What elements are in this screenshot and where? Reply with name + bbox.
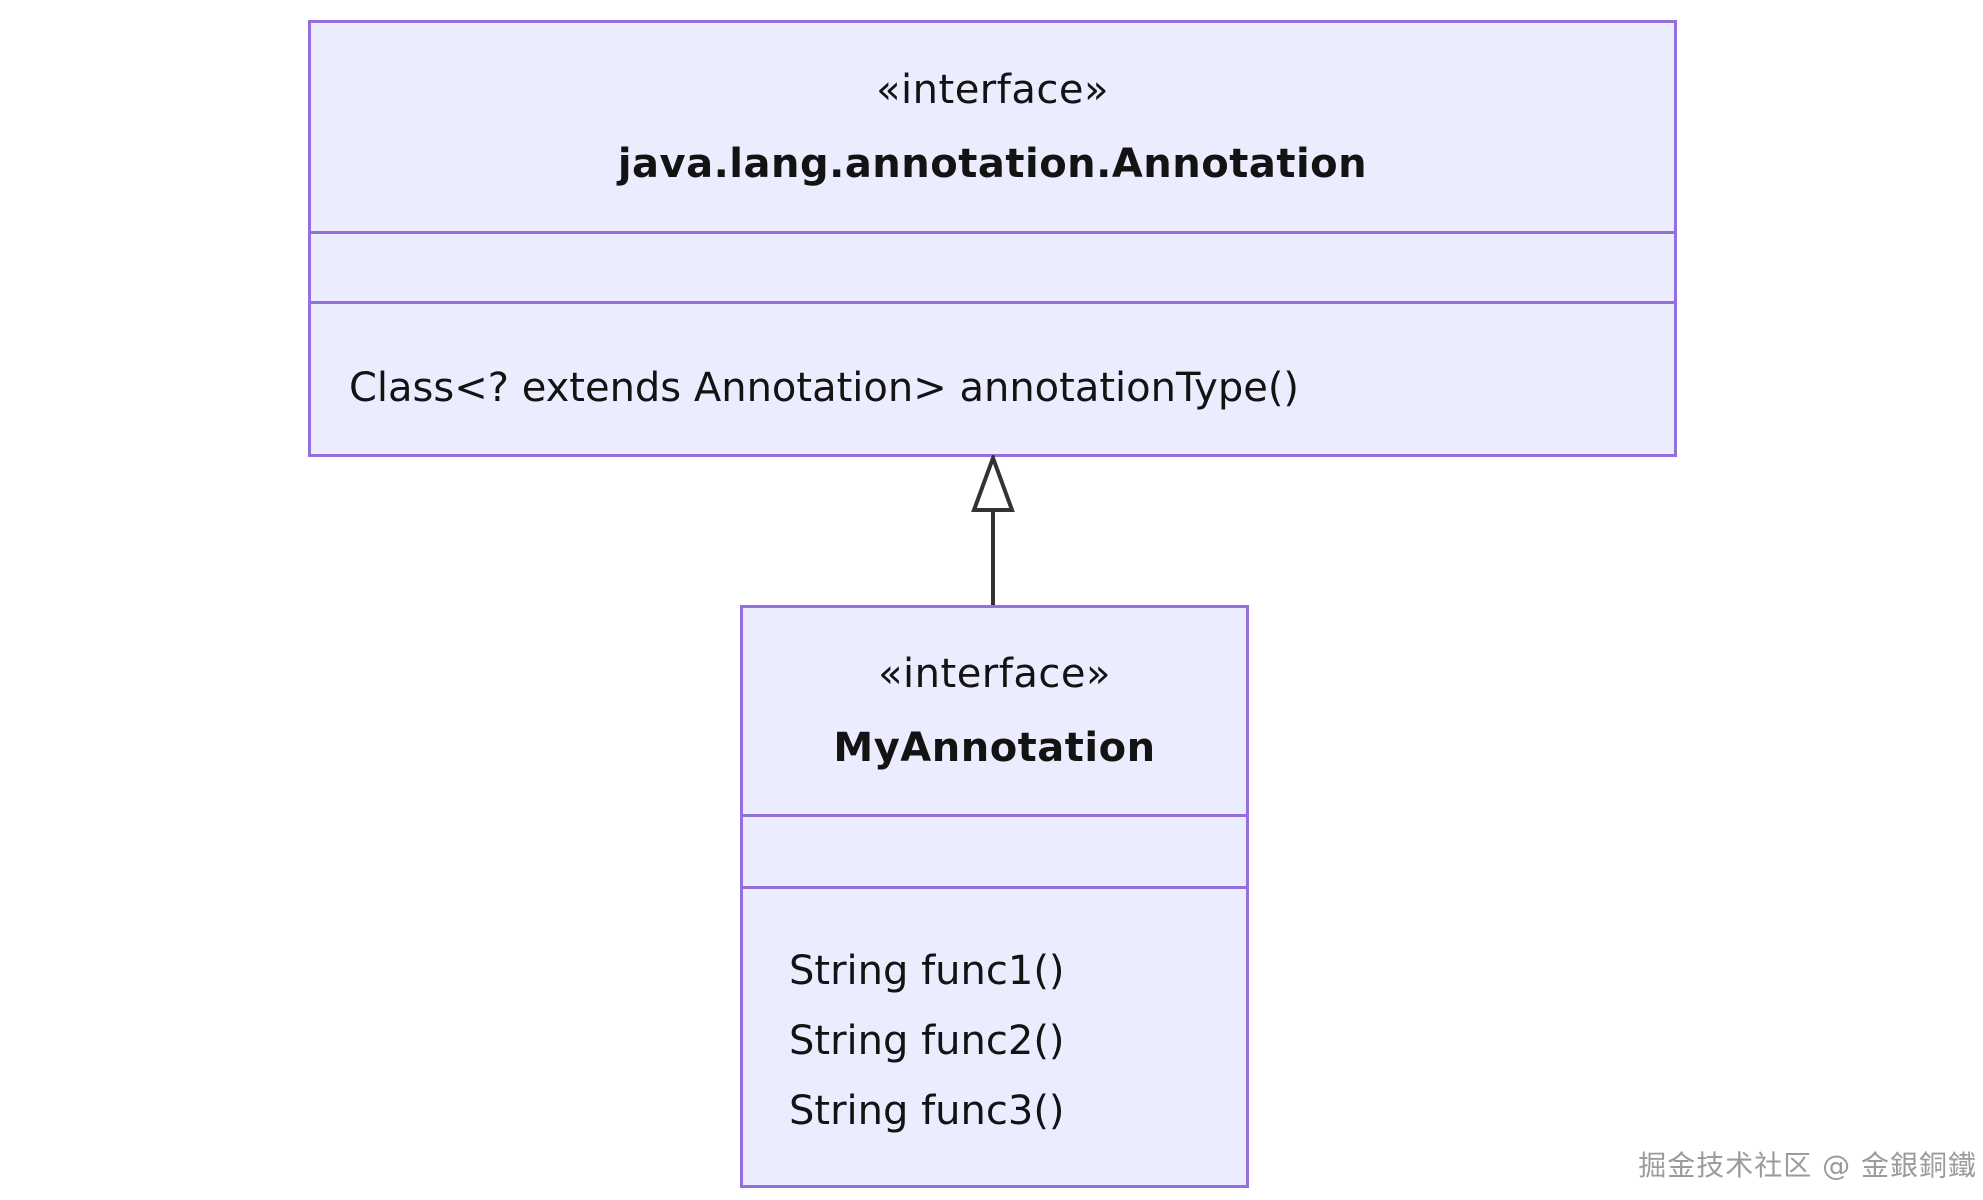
class-name-annotation: java.lang.annotation.Annotation (617, 141, 1368, 187)
method-func2: String func2() (789, 1018, 1065, 1064)
method-func3: String func3() (789, 1088, 1065, 1134)
method-func1: String func1() (789, 948, 1065, 994)
methods-section: String func1() String func2() String fun… (743, 886, 1246, 1185)
fields-section-empty (311, 231, 1674, 301)
class-box-my-annotation: «interface» MyAnnotation String func1() … (740, 605, 1249, 1188)
inheritance-arrow (971, 455, 1015, 608)
methods-section: Class<? extends Annotation> annotationTy… (311, 301, 1674, 454)
watermark-text: 掘金技术社区 @ 金銀銅鐵 (1638, 1149, 1977, 1182)
method-annotation-type: Class<? extends Annotation> annotationTy… (349, 365, 1300, 411)
fields-section-empty (743, 814, 1246, 886)
class-title-section: «interface» MyAnnotation (743, 608, 1246, 814)
class-name-my-annotation: MyAnnotation (833, 725, 1156, 771)
class-box-annotation: «interface» java.lang.annotation.Annotat… (308, 20, 1677, 457)
stereotype-label: «interface» (878, 651, 1111, 697)
stereotype-label: «interface» (876, 67, 1109, 113)
class-title-section: «interface» java.lang.annotation.Annotat… (311, 23, 1674, 231)
